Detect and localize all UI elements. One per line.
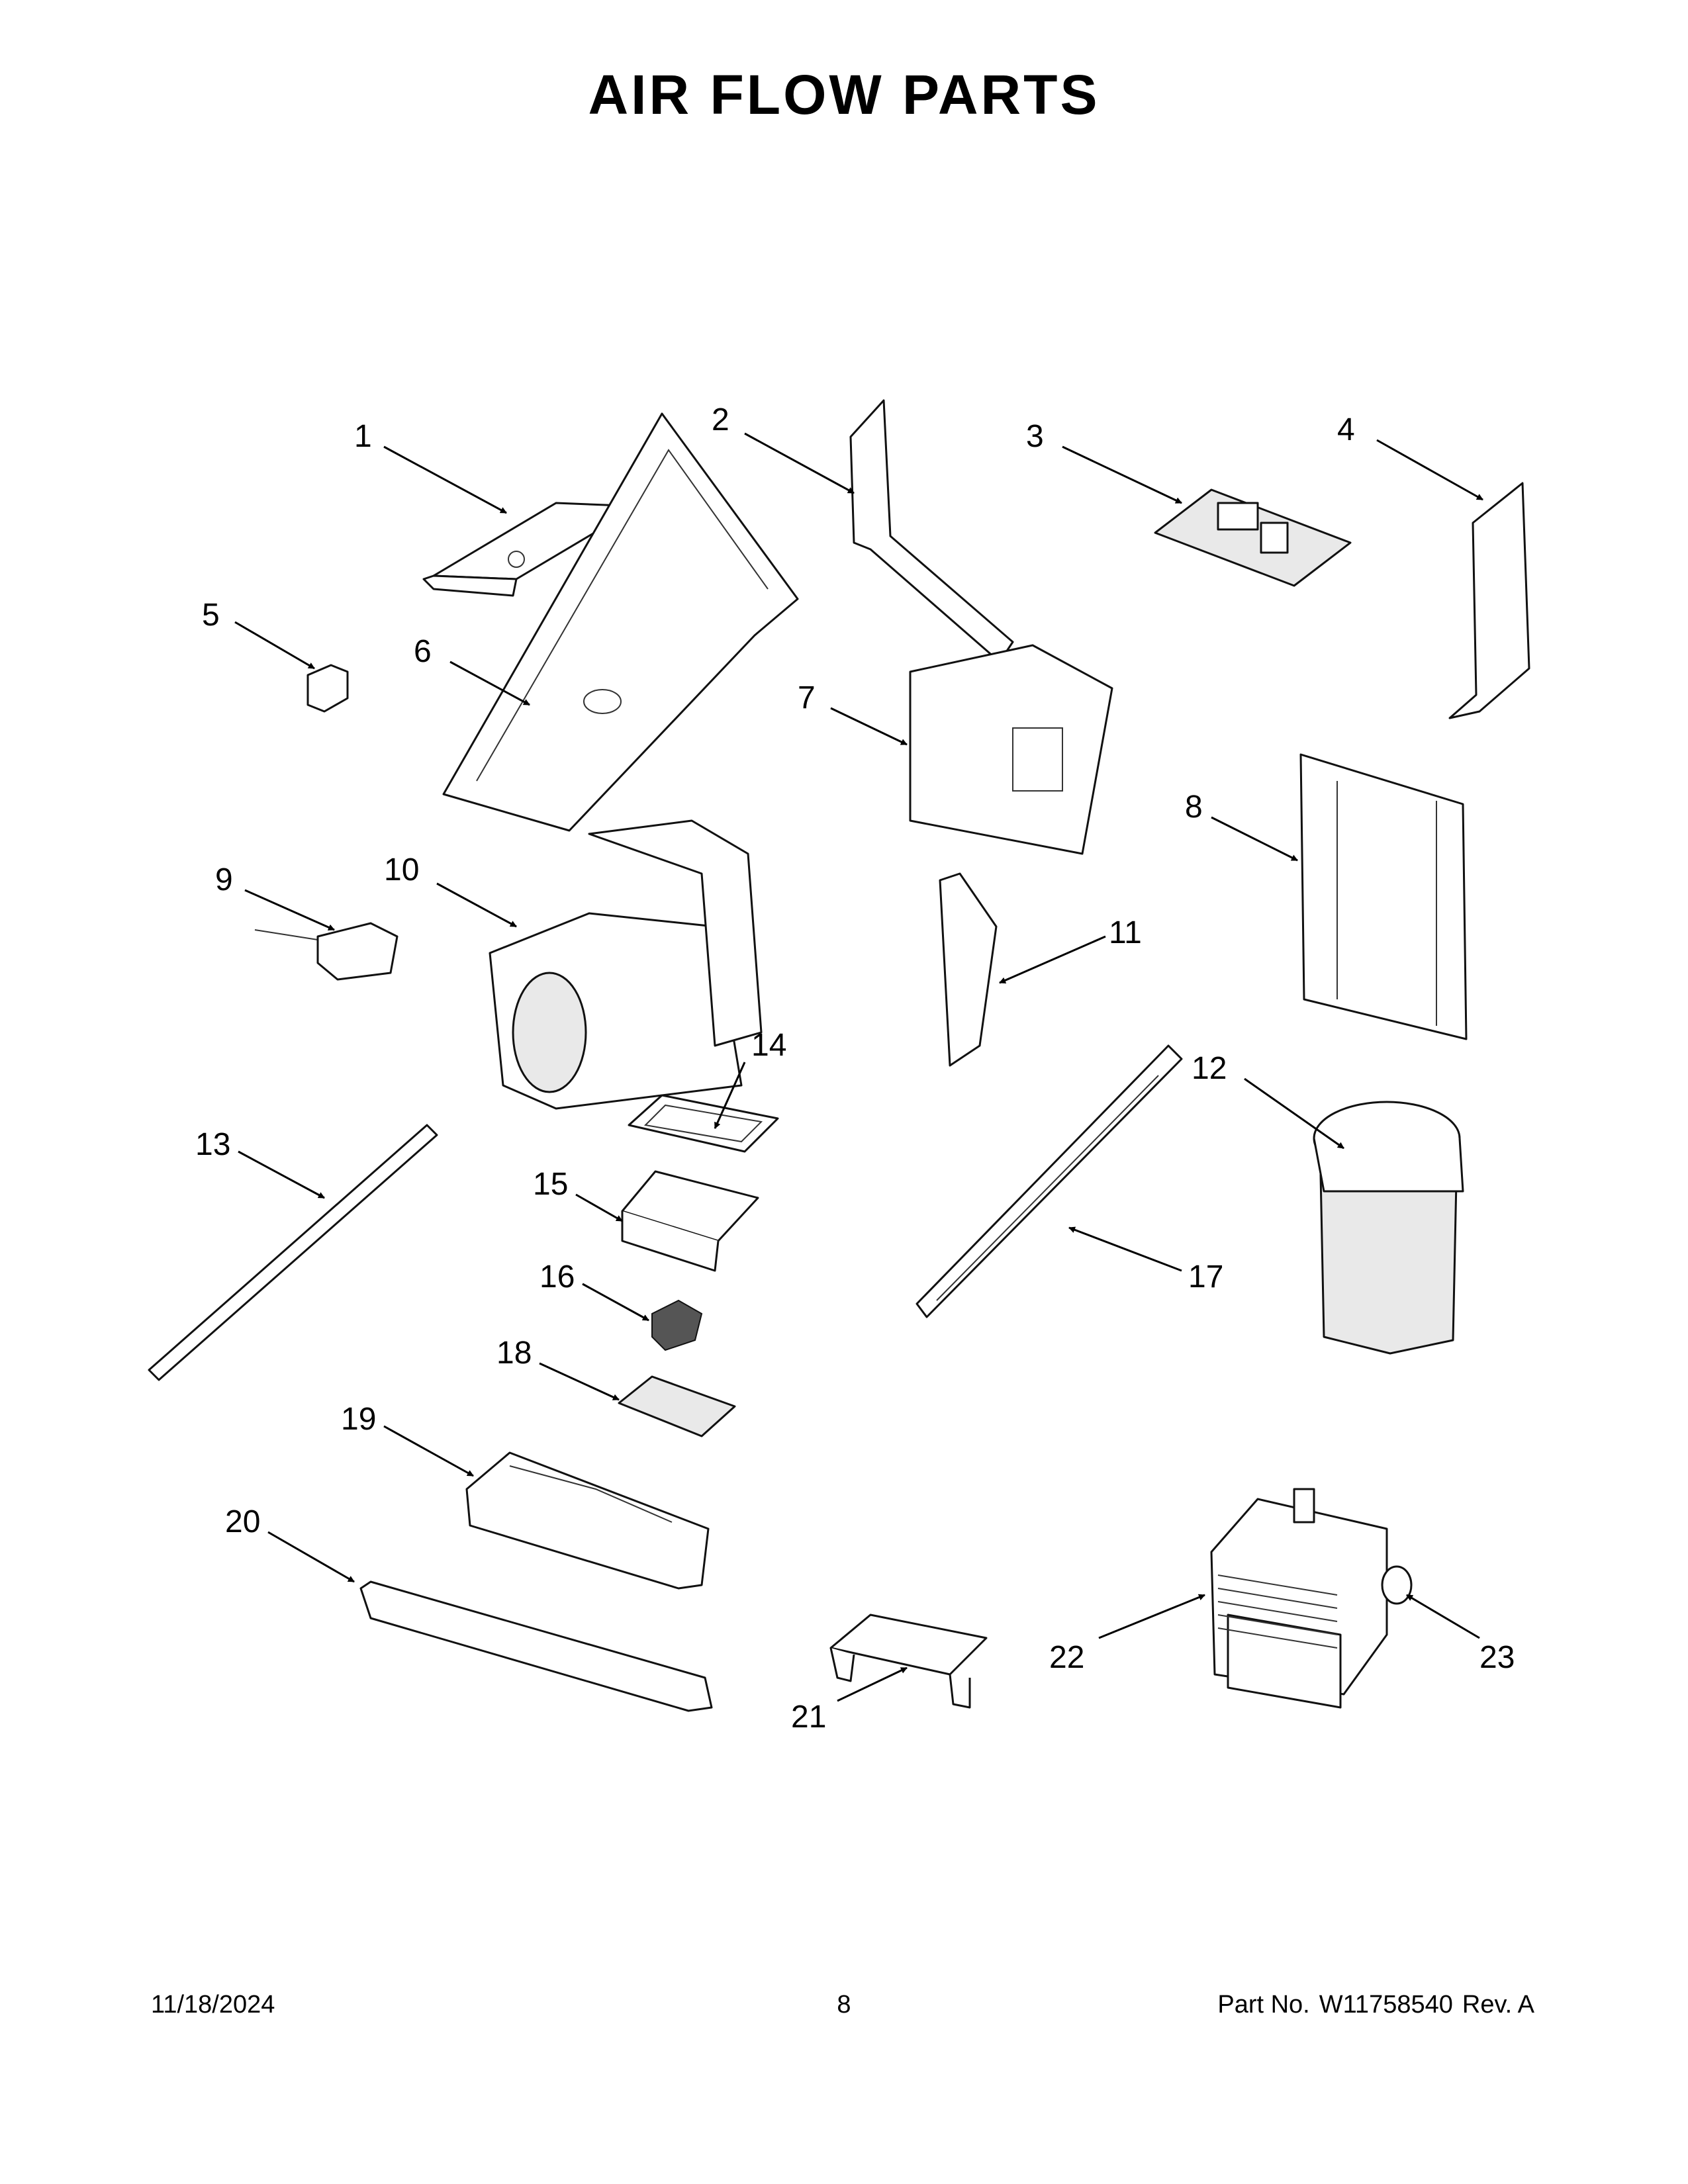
leader-lines <box>234 432 1483 1702</box>
callout-14: 14 <box>751 1028 786 1063</box>
part-18-film-sheet[interactable] <box>618 1375 736 1437</box>
revision: Rev. A <box>1462 1991 1534 2019</box>
callout-15: 15 <box>533 1167 568 1202</box>
callout-6: 6 <box>414 634 432 669</box>
footer-part-number: Part No. W11758540 Rev. A <box>1208 1991 1534 2019</box>
callout-18: 18 <box>496 1336 532 1371</box>
callout-11: 11 <box>1109 915 1142 950</box>
callout-numbers: 1 2 3 4 5 6 7 8 9 10 11 12 13 14 15 16 1… <box>195 402 1515 1735</box>
callout-8: 8 <box>1185 790 1203 825</box>
part-12-fan-motor[interactable] <box>1313 1101 1464 1355</box>
callout-16: 16 <box>539 1259 575 1295</box>
footer-date: 11/18/2024 <box>151 1991 275 2019</box>
part-20-rear-rail[interactable] <box>359 1580 713 1712</box>
callout-21: 21 <box>791 1700 826 1735</box>
part-8-rear-panel[interactable] <box>1299 753 1468 1040</box>
part-10-blower[interactable] <box>489 819 763 1110</box>
part-no-value: W11758540 <box>1319 1991 1453 2019</box>
part-16-switch[interactable] <box>651 1299 703 1351</box>
part-6-air-guide[interactable] <box>442 412 799 832</box>
callout-9: 9 <box>215 862 233 897</box>
part-no-label: Part No. <box>1217 1991 1310 2019</box>
part-2-bracket[interactable] <box>849 399 1014 663</box>
callout-19: 19 <box>341 1402 376 1437</box>
callout-3: 3 <box>1026 419 1044 454</box>
part-7-plate[interactable] <box>909 644 1113 855</box>
callout-1: 1 <box>354 419 372 454</box>
footer-page-number: 8 <box>837 1991 851 2019</box>
part-23-antenna-cap[interactable] <box>1381 1565 1413 1605</box>
part-21-bracket[interactable] <box>829 1614 988 1709</box>
callout-4: 4 <box>1337 412 1355 447</box>
part-5-capacitor[interactable] <box>306 664 349 713</box>
callout-7: 7 <box>798 680 816 715</box>
part-3-control-board[interactable] <box>1154 488 1352 587</box>
callout-20: 20 <box>225 1504 260 1539</box>
part-9-thermal-fuse[interactable] <box>254 922 399 981</box>
callout-5: 5 <box>202 598 220 633</box>
page-title: AIR FLOW PARTS <box>588 64 1100 126</box>
part-19-housing[interactable] <box>465 1451 710 1590</box>
callout-10: 10 <box>384 852 419 887</box>
part-15-duct-box[interactable] <box>621 1170 759 1272</box>
callout-2: 2 <box>712 402 729 437</box>
callout-12: 12 <box>1192 1051 1227 1086</box>
part-14-filter-frame[interactable] <box>628 1094 779 1153</box>
callout-23: 23 <box>1479 1640 1515 1675</box>
part-4-side-plate[interactable] <box>1448 482 1530 719</box>
part-13-rail[interactable] <box>148 1124 438 1381</box>
part-11-strip[interactable] <box>939 872 998 1067</box>
callout-22: 22 <box>1049 1640 1084 1675</box>
part-17-rail[interactable] <box>915 1044 1183 1318</box>
callout-17: 17 <box>1188 1259 1223 1295</box>
callout-13: 13 <box>195 1127 230 1162</box>
part-22-magnetron[interactable] <box>1210 1488 1388 1709</box>
